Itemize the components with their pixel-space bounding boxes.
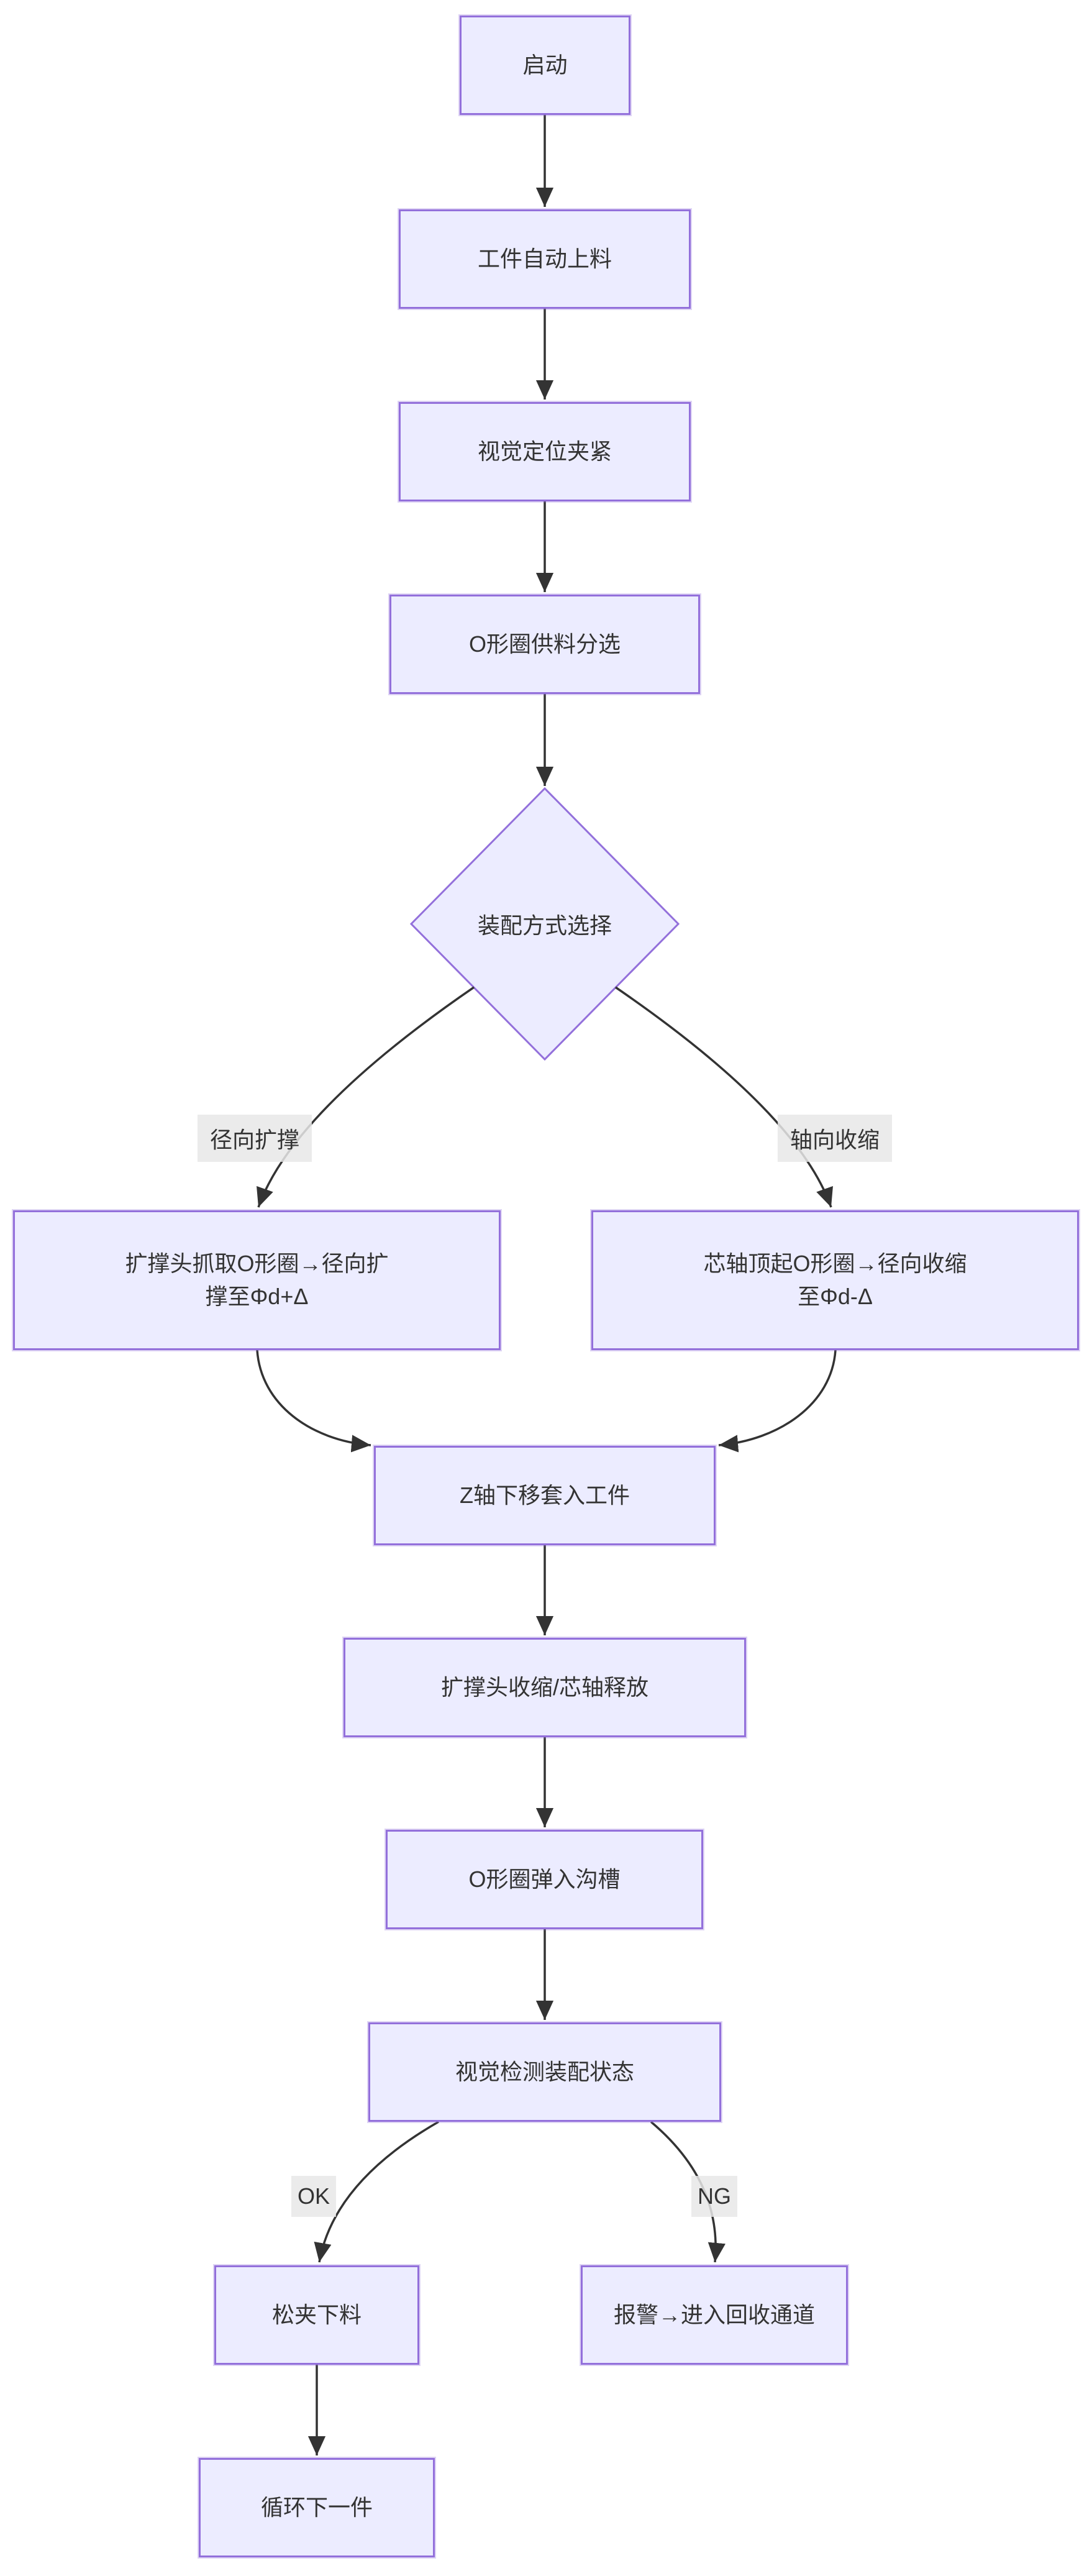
edge-axial-to-zdown [718,1350,837,1453]
node-z-down: Z轴下移套入工件 [374,1446,716,1545]
edge-label-axial: 轴向收缩 [777,1115,893,1162]
node-snap-groove: O形圈弹入沟槽 [386,1830,703,1929]
node-alarm-recycle: 报警→进入回收通道 [581,2265,848,2365]
node-start: 启动 [460,16,630,115]
node-radial-expand: 扩撑头抓取O形圈→径向扩 撑至Φd+Δ [13,1210,501,1350]
node-vision-check: 视觉检测装配状态 [368,2022,721,2122]
edge-label-radial: 径向扩撑 [197,1115,312,1162]
decision-diamond-shape [409,787,680,1061]
edge-radial-to-zdown [256,1350,371,1453]
edge-check-ok [314,2121,439,2263]
node-axial-shrink: 芯轴顶起O形圈→径向收缩 至Φd-Δ [591,1210,1079,1350]
edge-decision-to-radial [257,986,475,1208]
node-loop-next: 循环下一件 [199,2458,435,2557]
edge-decision-to-axial [615,986,833,1208]
node-auto-load: 工件自动上料 [399,209,691,309]
edge-label-ok: OK [291,2176,337,2217]
node-unclamp-unload: 松夹下料 [214,2265,419,2365]
edge-label-ng: NG [691,2176,737,2217]
node-vision-clamp: 视觉定位夹紧 [399,402,691,501]
node-decision-label: 装配方式选择 [477,913,612,938]
node-release: 扩撑头收缩/芯轴释放 [344,1638,746,1737]
node-oring-feed: O形圈供料分选 [389,595,700,694]
